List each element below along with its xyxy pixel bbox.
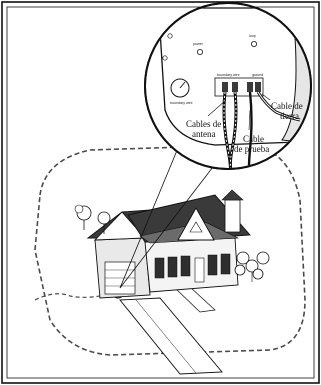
ground-port-label: ground bbox=[252, 73, 263, 77]
screw-icon bbox=[168, 34, 172, 38]
shrub bbox=[257, 252, 269, 264]
connector-terminal bbox=[232, 82, 238, 92]
shrub bbox=[253, 269, 263, 279]
connector-terminal bbox=[255, 82, 261, 92]
shrub bbox=[235, 265, 245, 275]
window bbox=[221, 254, 230, 274]
window bbox=[168, 257, 177, 277]
power-label: power bbox=[193, 42, 204, 46]
sensitivity-label: boundary wire bbox=[170, 101, 193, 105]
window bbox=[155, 258, 164, 278]
front-door bbox=[195, 258, 204, 282]
ground-cable-label-line1: Cable de bbox=[271, 101, 303, 111]
window bbox=[208, 255, 217, 275]
tree-canopy bbox=[75, 205, 83, 213]
test-cable-label-line2: de prueba bbox=[234, 144, 269, 154]
window bbox=[181, 256, 190, 276]
tree-canopy bbox=[98, 212, 110, 224]
loop-led bbox=[251, 41, 256, 46]
connector-terminal bbox=[247, 82, 253, 92]
connector-terminal bbox=[222, 82, 228, 92]
ground-cable-label-line2: tierra bbox=[280, 111, 299, 121]
antenna-cables-label-line2: antena bbox=[192, 129, 215, 139]
antenna-cables-label-line1: Cables de bbox=[186, 119, 221, 129]
screw-icon bbox=[163, 56, 167, 60]
boundary-wire-port-label: boundary wire bbox=[217, 73, 240, 77]
loop-label: loop bbox=[249, 34, 256, 38]
power-led bbox=[197, 49, 202, 54]
test-cable-label-line1: Cable bbox=[243, 134, 264, 144]
chimney-right bbox=[225, 200, 240, 232]
